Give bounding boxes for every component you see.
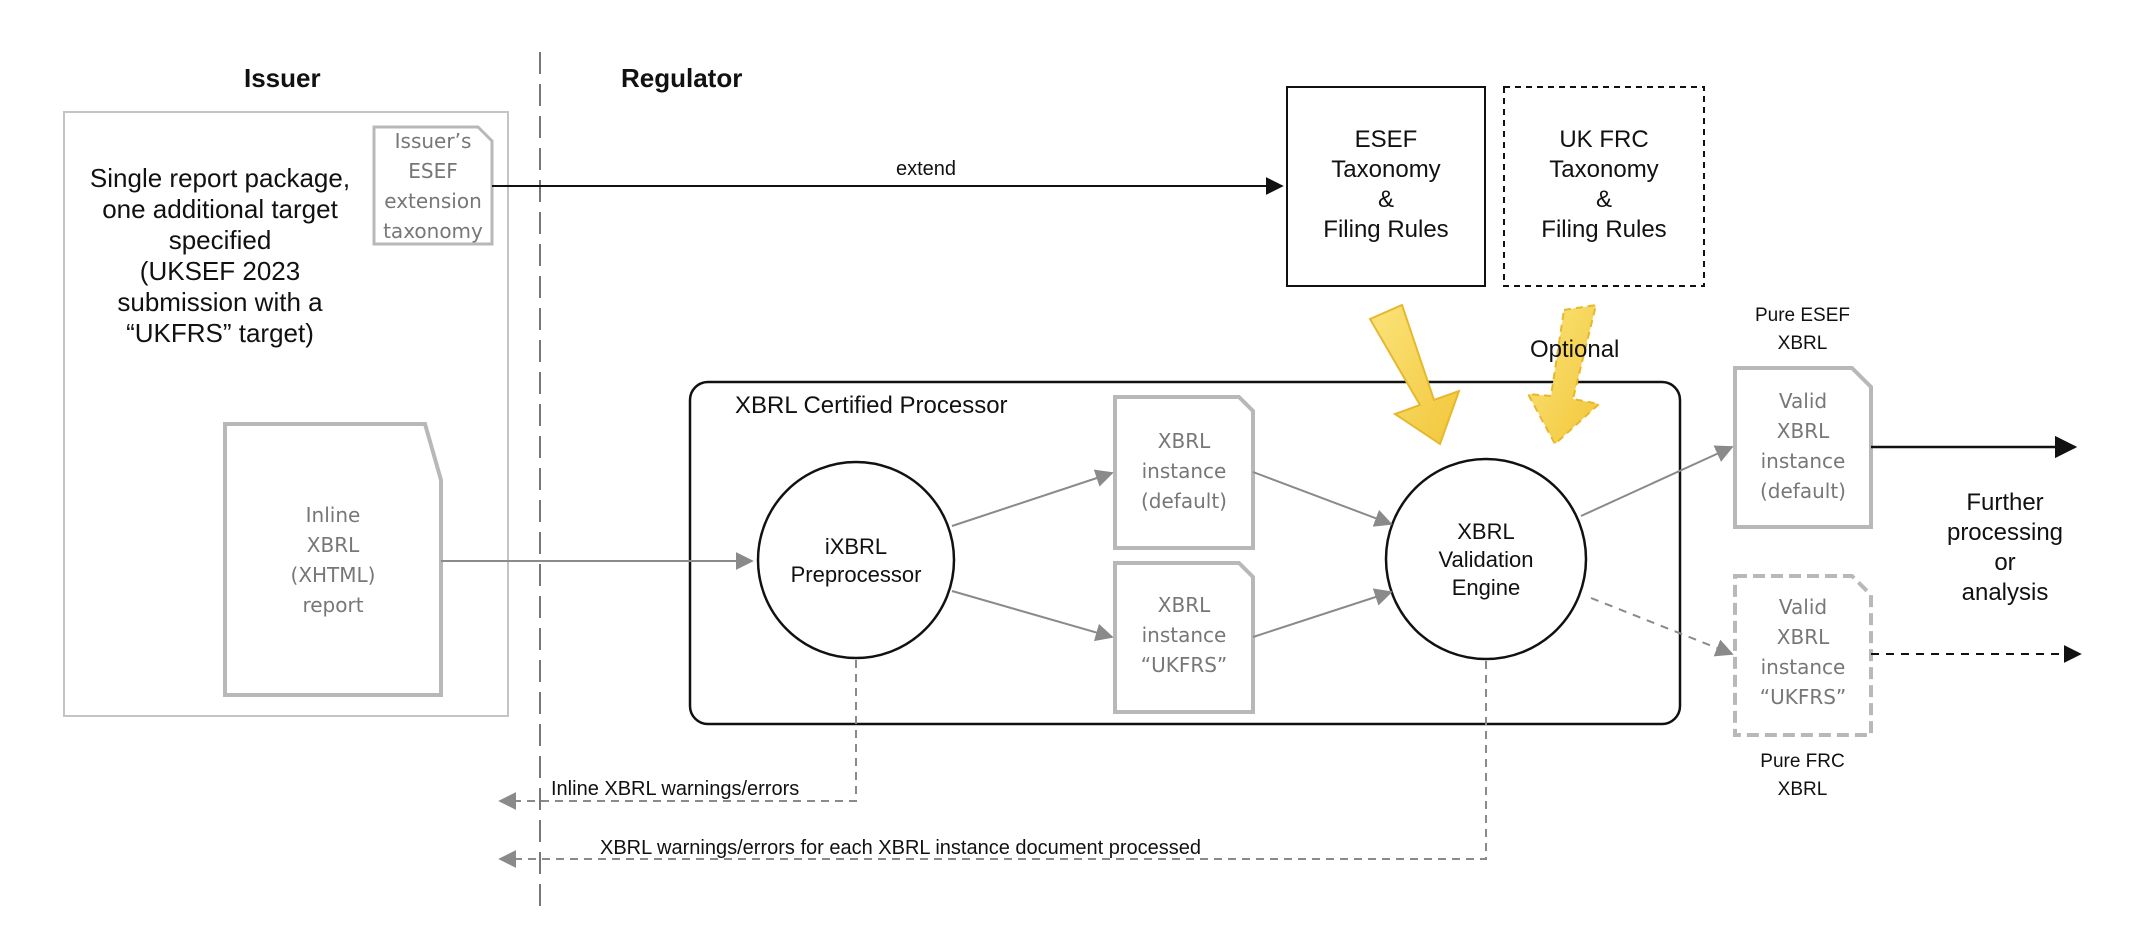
preprocessor-circle (756, 460, 956, 660)
extension-doc-label: Issuer’s ESEF extension taxonomy (383, 129, 483, 243)
pure-frc-label: Pure FRC XBRL (1760, 751, 1845, 800)
extend-label: extend (896, 158, 957, 180)
instance-default-label: XBRL instance (default) (1141, 429, 1227, 513)
valid-default-label: Valid XBRL instance (default) (1760, 389, 1846, 503)
preprocessor-to-ukfrs-arrow (951, 590, 1114, 642)
valid-default-shape (1733, 366, 1873, 529)
engine-to-valid-default-arrow (1580, 445, 1734, 517)
validation-engine-label: XBRL Validation Engine (1438, 519, 1534, 600)
extension-doc-shape (372, 125, 494, 246)
valid-ukfrs-label: Valid XBRL instance “UKFRS” (1759, 595, 1847, 709)
issuer-description: Single report package, one additional ta… (89, 163, 351, 348)
ukfrc-taxonomy-box (1503, 86, 1705, 287)
regulator-header: Regulator (621, 63, 743, 93)
ukfrc-taxonomy-label: UK FRC Taxonomy & Filing Rules (1541, 126, 1667, 243)
validation-engine-circle (1384, 457, 1588, 661)
preprocessor-label: iXBRL Preprocessor (790, 534, 922, 587)
ukfrc-optional-arrow (1526, 303, 1602, 446)
xbrl-errors-label: XBRL warnings/errors for each XBRL insta… (600, 837, 1202, 859)
instance-ukfrs-shape (1113, 561, 1255, 714)
report-doc-shape (223, 422, 443, 697)
pure-esef-label: Pure ESEF XBRL (1754, 305, 1851, 354)
instance-default-shape (1113, 395, 1255, 550)
xbrl-errors-arrow (498, 661, 1487, 868)
valid-ukfrs-shape (1733, 574, 1873, 737)
inline-errors-label: Inline XBRL warnings/errors (551, 778, 800, 800)
report-doc-label: Inline XBRL (XHTML) report (290, 503, 376, 617)
further-processing-label: Further processing or analysis (1946, 489, 2064, 606)
issuer-container (63, 111, 509, 717)
issuer-header: Issuer (244, 63, 321, 93)
preprocessor-to-default-arrow (951, 469, 1114, 527)
esef-input-arrow (1368, 303, 1461, 446)
ukfrs-to-engine-arrow (1252, 588, 1393, 638)
default-to-engine-arrow (1252, 471, 1393, 527)
esef-taxonomy-box (1286, 86, 1486, 287)
engine-to-valid-ukfrs-arrow (1590, 597, 1734, 657)
optional-label: Optional (1530, 336, 1620, 363)
processor-title: XBRL Certified Processor (735, 392, 1008, 419)
inline-errors-arrow (498, 660, 857, 810)
instance-ukfrs-label: XBRL instance “UKFRS” (1140, 593, 1228, 677)
esef-taxonomy-label: ESEF Taxonomy & Filing Rules (1323, 126, 1449, 243)
